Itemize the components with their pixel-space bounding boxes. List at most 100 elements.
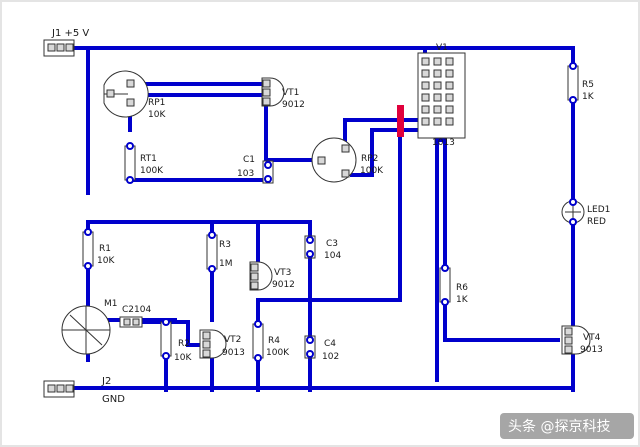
pad [202,340,211,349]
label-rt1: RT1 [140,154,157,164]
pad [445,81,454,90]
trace-c2-to-vt2 [128,320,202,347]
via [569,96,577,104]
via [264,161,272,169]
pad [262,97,271,106]
pad [47,384,56,393]
label-vt3-val: 9012 [272,280,295,290]
r6-body [439,267,451,303]
via [84,228,92,236]
label-r4: R4 [268,336,280,346]
label-vt2: VT2 [224,335,241,345]
via [306,336,314,344]
pad [202,349,211,358]
via [84,262,92,270]
pad [132,318,140,326]
pad [56,43,65,52]
label-r5-val: 1K [582,92,595,102]
pad [65,43,74,52]
pad [341,144,350,153]
pad [564,345,573,354]
pad [106,89,115,98]
via [208,231,216,239]
label-vt1: VT1 [282,88,299,98]
pad [126,98,135,107]
r5-body [567,65,579,101]
pad [445,117,454,126]
pad [433,105,442,114]
via [264,175,272,183]
m1-cross [62,306,110,354]
label-rp1: RP1 [148,98,165,108]
label-m1: M1 [104,299,118,309]
trace-vt3-to-v1 [260,128,427,302]
via [162,318,170,326]
label-c2: C2104 [122,305,151,315]
via [208,265,216,273]
trace-vcc-rail [50,46,575,75]
via [441,298,449,306]
pad [202,331,211,340]
trace-mid-rail [86,220,312,237]
vias [84,62,577,362]
label-r3-val: 1M [219,259,233,269]
pad [433,93,442,102]
pad [317,156,326,165]
label-vt4: VT4 [583,333,601,343]
label-c4: C4 [324,339,336,349]
watermark: 头条 @探京科技 [500,413,634,439]
pad [445,57,454,66]
via [569,218,577,226]
pad [250,263,259,272]
pad [445,93,454,102]
trace-r6-vt4 [443,298,560,342]
pad [65,384,74,393]
pad [250,281,259,290]
label-led1-val: RED [587,217,606,227]
label-r1: R1 [99,244,111,254]
via [569,62,577,70]
watermark-backdrop [500,413,634,439]
via [306,250,314,258]
via [441,264,449,272]
pad [433,69,442,78]
red-jumper [397,105,404,137]
pad [47,43,56,52]
label-c3: C3 [326,239,338,249]
pad [421,105,430,114]
r4-body [252,323,264,359]
label-rp2-val: 100K [360,166,384,176]
label-j1: J1 +5 V [51,28,89,39]
trace-v1-to-r6 [435,138,447,272]
pad [56,384,65,393]
rt1-body [124,145,136,181]
pad [433,57,442,66]
pad [433,117,442,126]
pad [564,327,573,336]
label-r6: R6 [456,283,468,293]
label-vt2-val: 9013 [222,348,245,358]
pad [433,81,442,90]
pad [341,169,350,178]
label-led1: LED1 [587,205,610,215]
label-rt1-val: 100K [140,166,164,176]
label-r4-val: 100K [266,348,290,358]
via [569,198,577,206]
label-vt4-val: 9013 [580,345,603,355]
label-gnd: GND [102,394,125,405]
pad [421,69,430,78]
pad [421,81,430,90]
via [306,350,314,358]
label-r2: R2 [178,339,190,349]
pad [421,117,430,126]
watermark-text: 头条 @探京科技 [508,418,610,435]
label-r1-val: 10K [97,256,115,266]
label-vt3: VT3 [274,268,291,278]
r1-body [82,231,94,267]
pad [262,79,271,88]
label-rp2: RP2 [361,154,378,164]
pad [421,57,430,66]
pad [445,69,454,78]
label-c1: C1 [243,155,255,165]
